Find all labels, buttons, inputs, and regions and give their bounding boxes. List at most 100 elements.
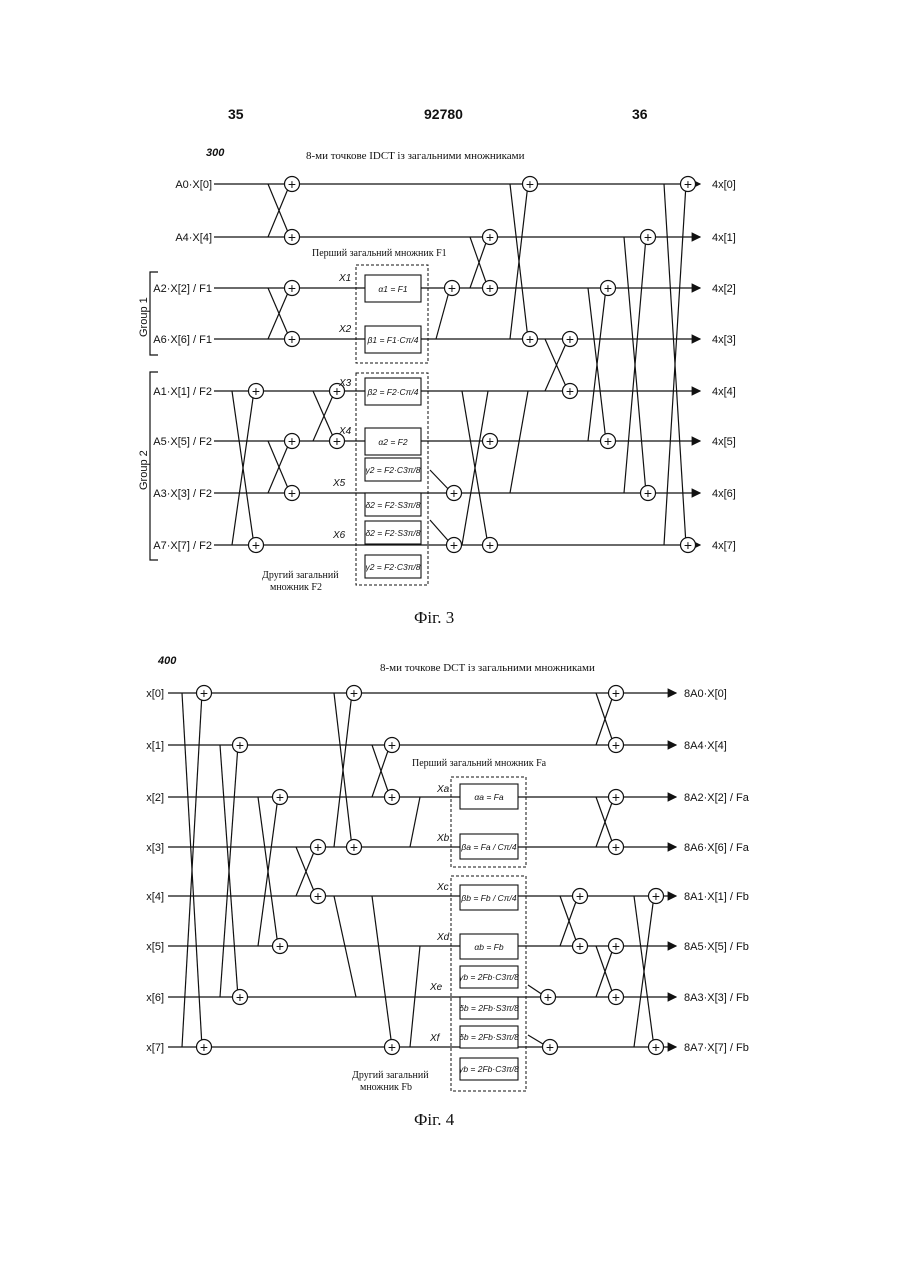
- fig4-input-3: x[3]: [146, 842, 164, 854]
- svg-text:+: +: [612, 789, 620, 805]
- figure-4-dct-flowgraph: ++++ ++++ ++++ +++ ++++ ++++ ++ 400 8-ми…: [0, 650, 901, 1110]
- svg-text:+: +: [612, 839, 620, 855]
- svg-text:+: +: [288, 176, 296, 192]
- fig4-var-xf: Xf: [429, 1033, 441, 1044]
- svg-text:+: +: [288, 433, 296, 449]
- svg-text:+: +: [252, 383, 260, 399]
- fig4-input-0: x[0]: [146, 688, 164, 700]
- fig4-output-5: 8A5·X[5] / Fb: [684, 941, 749, 953]
- figure-4-ref: 400: [157, 655, 177, 667]
- figure-3-caption: Фіг. 3: [414, 608, 454, 628]
- fig4-mult-alpha-b: αb = Fb: [474, 942, 503, 952]
- svg-text:+: +: [276, 789, 284, 805]
- fig4-input-6: x[6]: [146, 992, 164, 1004]
- svg-text:+: +: [288, 229, 296, 245]
- fig3-mult-beta2: β2 = F2·Cπ/4: [367, 387, 419, 397]
- fig4-mult-alpha-a: αa = Fa: [474, 792, 503, 802]
- fig3-input-1: A1·X[1] / F2: [153, 386, 212, 398]
- svg-text:+: +: [612, 737, 620, 753]
- fig3-input-4: A4·X[4]: [175, 232, 212, 244]
- fig3-output-1: 4x[1]: [712, 232, 736, 244]
- fig3-mult-delta2-a: δ2 = F2·S3π/8: [365, 500, 420, 510]
- fig3-var-x4: X4: [338, 426, 352, 437]
- figure-3-title: 8-ми точкове IDCT із загальними множника…: [306, 150, 525, 162]
- fig4-common-multiplier-2-line2: множник Fb: [360, 1082, 412, 1093]
- svg-text:+: +: [684, 537, 692, 553]
- svg-text:+: +: [486, 280, 494, 296]
- fig4-output-0: 8A0·X[0]: [684, 688, 727, 700]
- page-number-right: 36: [632, 106, 648, 122]
- svg-text:+: +: [252, 537, 260, 553]
- fig4-mult-gamma-b-b: γb = 2Fb·C3π/8: [459, 1064, 519, 1074]
- fig4-common-multiplier-1: Перший загальний множник Fa: [412, 758, 547, 769]
- svg-text:+: +: [526, 176, 534, 192]
- svg-text:+: +: [546, 1039, 554, 1055]
- fig3-var-x5: X5: [332, 478, 346, 489]
- fig4-var-xc: Xc: [436, 882, 449, 893]
- fig4-var-xb: Xb: [436, 833, 450, 844]
- svg-text:+: +: [450, 537, 458, 553]
- fig4-output-1: 8A1·X[1] / Fb: [684, 891, 749, 903]
- svg-text:+: +: [448, 280, 456, 296]
- fig4-input-5: x[5]: [146, 941, 164, 953]
- svg-text:+: +: [652, 1039, 660, 1055]
- fig3-mult-beta1: β1 = F1·Cπ/4: [367, 335, 419, 345]
- fig3-var-x3: X3: [338, 378, 352, 389]
- fig3-input-6: A6·X[6] / F1: [153, 334, 212, 346]
- svg-text:+: +: [276, 938, 284, 954]
- fig4-output-6: 8A6·X[6] / Fa: [684, 842, 750, 854]
- svg-text:+: +: [526, 331, 534, 347]
- fig3-mult-alpha2: α2 = F2: [378, 437, 407, 447]
- fig3-mult-gamma2-a: γ2 = F2·C3π/8: [365, 465, 420, 475]
- svg-text:+: +: [652, 888, 660, 904]
- svg-text:+: +: [644, 485, 652, 501]
- fig4-mult-beta-b: βb = Fb / Cπ/4: [460, 893, 516, 903]
- svg-text:+: +: [612, 685, 620, 701]
- fig3-common-multiplier-2-line1: Другий загальний: [262, 570, 339, 581]
- fig4-output-7: 8A7·X[7] / Fb: [684, 1042, 749, 1054]
- fig3-mult-delta2-b: δ2 = F2·S3π/8: [365, 528, 420, 538]
- fig3-group2-label: Group 2: [138, 450, 150, 490]
- svg-text:+: +: [486, 433, 494, 449]
- fig3-input-7: A7·X[7] / F2: [153, 540, 212, 552]
- patent-number: 92780: [424, 106, 463, 122]
- fig4-var-xd: Xd: [436, 932, 450, 943]
- svg-text:+: +: [236, 989, 244, 1005]
- fig4-input-7: x[7]: [146, 1042, 164, 1054]
- fig3-output-7: 4x[7]: [712, 540, 736, 552]
- fig4-input-2: x[2]: [146, 792, 164, 804]
- svg-text:+: +: [566, 331, 574, 347]
- fig4-input-1: x[1]: [146, 740, 164, 752]
- fig3-common-multiplier-1: Перший загальний множник F1: [312, 248, 447, 259]
- fig3-output-0: 4x[0]: [712, 179, 736, 191]
- svg-text:+: +: [388, 737, 396, 753]
- figure-4-title: 8-ми точкове DCT із загальними множникам…: [380, 662, 595, 674]
- fig3-var-x6: X6: [332, 530, 346, 541]
- svg-text:+: +: [388, 789, 396, 805]
- fig3-input-2: A2·X[2] / F1: [153, 283, 212, 295]
- figure-3-ref: 300: [206, 147, 225, 159]
- figure-4-caption: Фіг. 4: [414, 1110, 454, 1130]
- svg-text:+: +: [612, 989, 620, 1005]
- fig3-output-2: 4x[2]: [712, 283, 736, 295]
- fig4-mult-beta-a: βa = Fa / Cπ/4: [460, 842, 516, 852]
- fig3-mult-gamma2-b: γ2 = F2·C3π/8: [365, 562, 420, 572]
- svg-text:+: +: [288, 280, 296, 296]
- svg-text:+: +: [350, 685, 358, 701]
- fig4-mult-delta-b-a: δb = 2Fb·S3π/8: [459, 1003, 519, 1013]
- fig4-input-4: x[4]: [146, 891, 164, 903]
- svg-text:+: +: [612, 938, 620, 954]
- svg-text:+: +: [314, 888, 322, 904]
- fig3-var-x1: X1: [338, 273, 351, 284]
- svg-text:+: +: [450, 485, 458, 501]
- svg-text:+: +: [544, 989, 552, 1005]
- fig3-var-x2: X2: [338, 324, 352, 335]
- fig4-output-3: 8A3·X[3] / Fb: [684, 992, 749, 1004]
- svg-text:+: +: [576, 938, 584, 954]
- fig4-common-multiplier-2-line1: Другий загальний: [352, 1070, 429, 1081]
- fig3-mult-alpha1: α1 = F1: [378, 284, 407, 294]
- svg-text:+: +: [604, 280, 612, 296]
- fig4-output-4: 8A4·X[4]: [684, 740, 727, 752]
- svg-text:+: +: [288, 331, 296, 347]
- fig4-output-2: 8A2·X[2] / Fa: [684, 792, 750, 804]
